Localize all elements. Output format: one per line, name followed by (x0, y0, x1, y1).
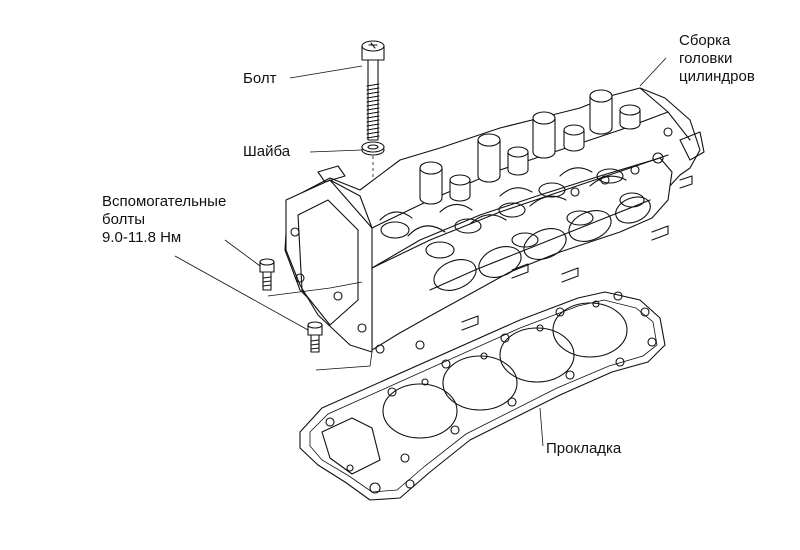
label-washer: Шайба (243, 143, 290, 161)
label-aux-bolts: Вспомогательные болты 9.0-11.8 Нм (102, 193, 226, 247)
washer (361, 141, 385, 156)
label-head-assembly-line1: Сборка (679, 32, 731, 49)
auxiliary-bolt-upper (259, 258, 275, 291)
label-gasket-text: Прокладка (546, 440, 622, 457)
head-assembly-leader (639, 57, 667, 87)
camshaft-tappets (379, 89, 645, 259)
washer-leader (309, 149, 363, 153)
auxiliary-bolt-lower (307, 321, 323, 353)
label-bolt: Болт (243, 70, 276, 88)
gasket (299, 291, 666, 501)
cylinder-head-body (284, 87, 705, 354)
gasket-leader (539, 407, 544, 447)
bolt-leader (289, 65, 363, 79)
aux-bolt-upper-guide (267, 281, 363, 297)
label-gasket: Прокладка (546, 440, 621, 458)
aux-bolts-leader-lower (174, 255, 309, 331)
head-bolt (361, 40, 385, 141)
label-aux-bolts-line1: Вспомогательные (102, 193, 227, 210)
label-aux-bolts-line2: болты (102, 211, 146, 228)
aux-bolt-lower-guide (315, 351, 373, 371)
label-bolt-text: Болт (243, 70, 277, 87)
label-head-assembly-line3: цилиндров (679, 68, 755, 85)
label-head-assembly-line2: головки (679, 50, 733, 67)
label-head-assembly: Сборка головки цилиндров (679, 32, 755, 86)
label-washer-text: Шайба (243, 143, 291, 160)
aux-bolts-leader-upper (224, 239, 261, 267)
label-aux-bolts-torque: 9.0-11.8 Нм (102, 229, 182, 246)
